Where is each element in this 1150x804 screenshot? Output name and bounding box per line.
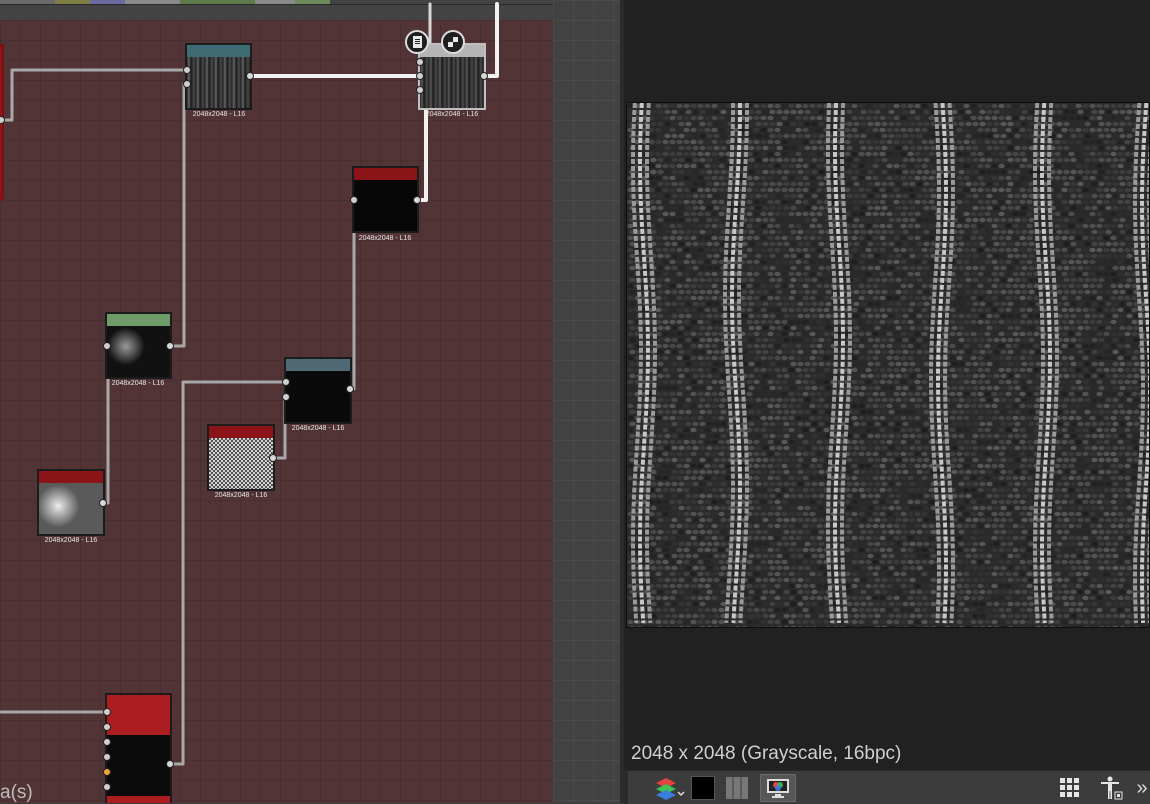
node-header [107,695,170,735]
input-port[interactable] [183,80,191,88]
node-header [209,426,273,438]
top-divider [0,4,622,5]
node-header [187,45,250,57]
input-port[interactable] [103,738,111,746]
grid-icon[interactable] [1056,774,1084,802]
input-port[interactable] [103,768,111,776]
input-port[interactable] [282,378,290,386]
node-thumbnail [209,438,273,489]
graph-background[interactable] [553,0,622,803]
input-port[interactable] [103,753,111,761]
node-thumbnail [286,371,350,422]
monitor-color-icon[interactable] [760,774,796,802]
node-label: 2048x2048 - L16 [292,425,345,432]
input-port[interactable] [416,86,424,94]
node-thumbnail [354,180,417,231]
graph-node-5[interactable] [284,357,352,424]
input-port[interactable] [103,708,111,716]
output-port[interactable] [99,499,107,507]
graph-editor[interactable]: 2048x2048 - L16 2048x2048 - L16 2048x204… [0,0,622,803]
node-header [286,359,350,371]
node-label: 2048x2048 - L16 [215,492,268,499]
output-port[interactable] [166,342,174,350]
graph-node-4[interactable] [105,312,172,379]
input-port[interactable] [183,66,191,74]
graph-node-8[interactable] [105,693,172,803]
node-header [107,314,170,326]
graph-frame[interactable] [0,20,553,803]
graph-node-6[interactable] [207,424,275,491]
checker-icon[interactable] [441,30,465,54]
graph-node-1[interactable] [185,43,252,110]
figure-icon[interactable] [1096,774,1126,802]
node-label: 2048x2048 - L16 [45,537,98,544]
input-port[interactable] [103,783,111,791]
output-port[interactable] [166,760,174,768]
black-square-icon[interactable] [690,774,716,802]
output-port[interactable] [346,385,354,393]
node-label: 2048x2048 - L16 [426,111,479,118]
preview-toolbar: » [624,770,1150,804]
node-header [354,168,417,180]
node-label: 2048x2048 - L16 [112,380,165,387]
input-port[interactable] [282,393,290,401]
input-port[interactable] [350,196,358,204]
2d-preview-panel: 2048 x 2048 (Grayscale, 16bpc) [624,0,1150,803]
toolbar-divider [624,771,628,804]
output-port[interactable] [246,72,254,80]
node-label: 2048x2048 - L16 [193,111,246,118]
node-label: 2048x2048 - L16 [359,235,412,242]
input-port[interactable] [103,723,111,731]
graph-node-7[interactable] [37,469,105,536]
node-thumbnail [107,326,170,377]
output-port[interactable] [269,454,277,462]
input-port[interactable] [416,72,424,80]
preview-image[interactable] [626,102,1150,628]
document-icon[interactable] [405,30,429,54]
knit-texture-image [627,103,1149,627]
output-port[interactable] [480,72,488,80]
gray-bars-icon[interactable] [724,774,750,802]
input-port[interactable] [416,58,424,66]
node-header [39,471,103,483]
node-footer [107,796,170,803]
node-thumbnail [107,735,170,803]
node-thumbnail [187,57,250,108]
input-port[interactable] [103,342,111,350]
more-tools-button[interactable]: » [1134,774,1150,802]
image-info: 2048 x 2048 (Grayscale, 16bpc) [631,743,901,765]
graph-node-3[interactable] [352,166,419,233]
node-thumbnail [420,57,484,108]
output-port[interactable] [413,196,421,204]
layers-icon[interactable] [652,774,688,802]
node-thumbnail [39,483,103,534]
frame-label: a(s) [0,782,33,803]
